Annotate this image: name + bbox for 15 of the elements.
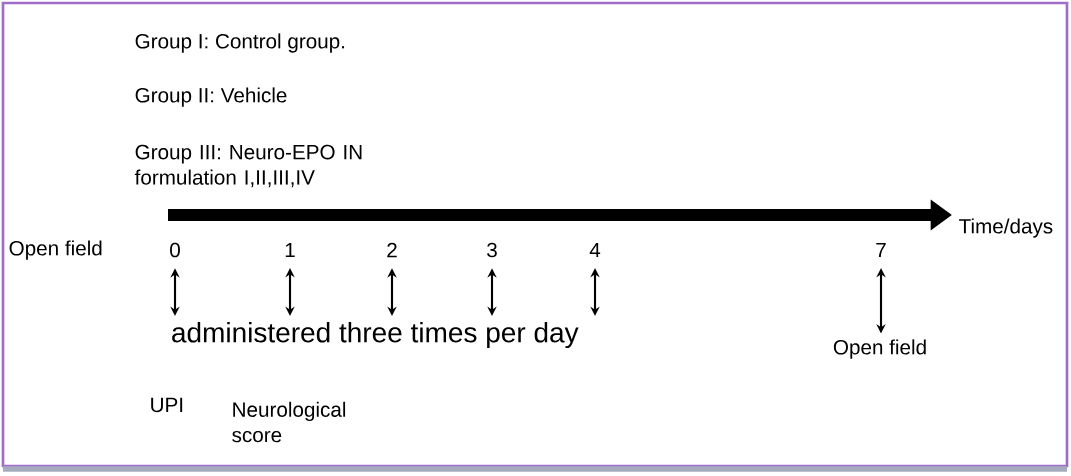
label-text: Group III: Neuro-EPO IN formulation I,II,III,IV [134,144,362,188]
day-number: 2 [387,242,397,258]
day-number: 7 [876,242,886,258]
label-text: UPI [151,397,183,413]
label-text: Time/days [959,218,1053,238]
day-number: 1 [285,242,295,258]
label-text: Neurological score [232,401,346,443]
day-number: 0 [170,242,180,258]
timeline-label: Open field [833,339,926,359]
day-number: 3 [487,242,497,258]
label-text: Group II: Vehicle [135,87,287,107]
day-number: 4 [589,242,601,258]
label-text: Group I: Control group. [135,33,345,53]
timeline-label: administered three times per day [172,321,579,349]
label-text: Open field [9,240,102,260]
